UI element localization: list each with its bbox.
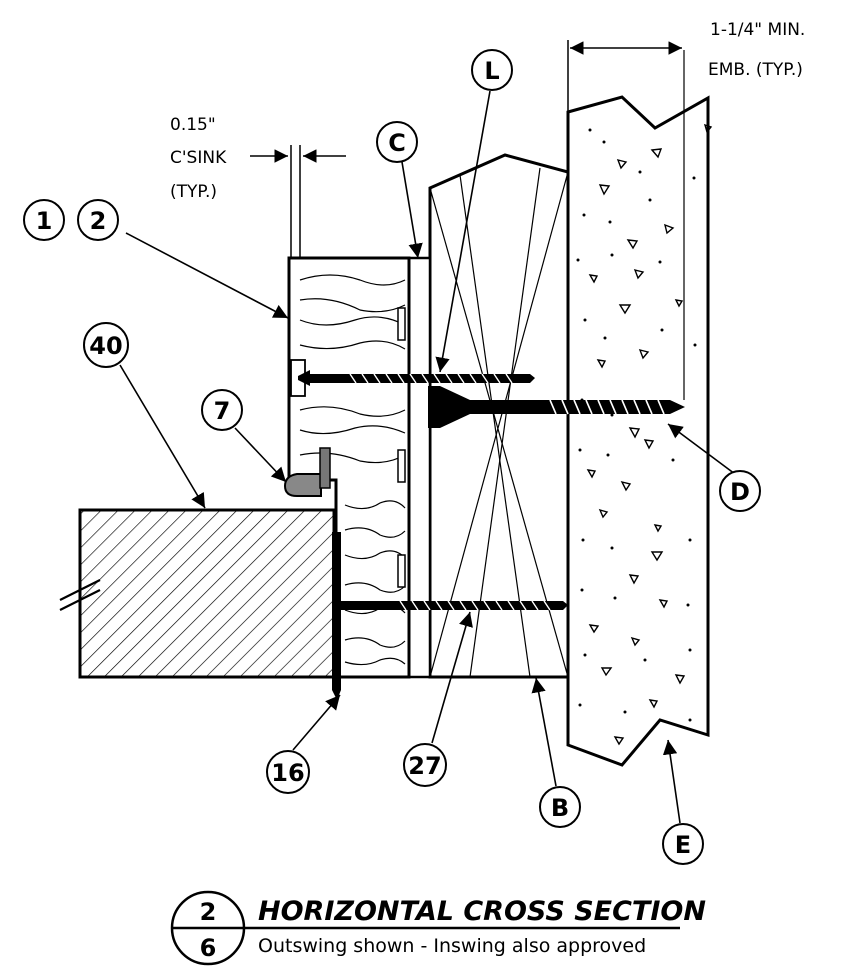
concrete-dots bbox=[576, 128, 697, 722]
callout-l: L bbox=[471, 49, 513, 91]
concrete-aggregate bbox=[586, 123, 713, 746]
callout-leaders bbox=[119, 90, 736, 824]
callout-7: 7 bbox=[201, 389, 243, 431]
callout-27-label: 27 bbox=[408, 752, 441, 780]
callout-d-label: D bbox=[730, 478, 750, 506]
callout-1: 1 bbox=[23, 199, 65, 241]
callout-40-label: 40 bbox=[89, 332, 122, 360]
callout-b-label: B bbox=[551, 794, 569, 822]
screw-d bbox=[428, 386, 685, 428]
csink-dim-text-2: C'SINK bbox=[170, 148, 227, 168]
callout-e-label: E bbox=[675, 831, 691, 859]
callout-16: 16 bbox=[266, 750, 310, 794]
callout-l-label: L bbox=[484, 57, 499, 85]
embedment-dim-text-1: 1-1/4" MIN. bbox=[710, 20, 805, 40]
callout-2-label: 2 bbox=[90, 207, 107, 235]
callout-40: 40 bbox=[83, 322, 129, 368]
callout-27: 27 bbox=[403, 743, 447, 787]
detail-number: 2 bbox=[200, 898, 217, 926]
callout-c: C bbox=[376, 121, 418, 163]
sheet-number: 6 bbox=[200, 934, 217, 962]
screw-27 bbox=[341, 600, 568, 611]
screw-l bbox=[298, 370, 535, 386]
callout-d: D bbox=[719, 470, 761, 512]
concrete-wall bbox=[566, 50, 713, 767]
callout-1-label: 1 bbox=[36, 207, 53, 235]
embedment-dimension bbox=[567, 40, 682, 112]
weatherstrip bbox=[283, 447, 331, 497]
csink-dim-text-1: 0.15" bbox=[170, 115, 216, 135]
trim-stop bbox=[332, 532, 341, 700]
csink-dimension bbox=[250, 145, 346, 258]
callout-b: B bbox=[539, 786, 581, 828]
detail-subtitle: Outswing shown - Inswing also approved bbox=[258, 935, 646, 957]
door-slab bbox=[59, 508, 336, 679]
title-block: 2 6 HORIZONTAL CROSS SECTION Outswing sh… bbox=[170, 890, 706, 966]
callout-16-label: 16 bbox=[271, 759, 304, 787]
embedment-dim-text-2: EMB. (TYP.) bbox=[708, 60, 803, 80]
shim bbox=[407, 256, 432, 679]
csink-dim-text-3: (TYP.) bbox=[170, 182, 217, 202]
callout-7-label: 7 bbox=[214, 397, 231, 425]
callout-e: E bbox=[662, 823, 704, 865]
detail-title: HORIZONTAL CROSS SECTION bbox=[258, 896, 706, 927]
callout-2: 2 bbox=[77, 199, 119, 241]
callout-c-label: C bbox=[388, 129, 406, 157]
